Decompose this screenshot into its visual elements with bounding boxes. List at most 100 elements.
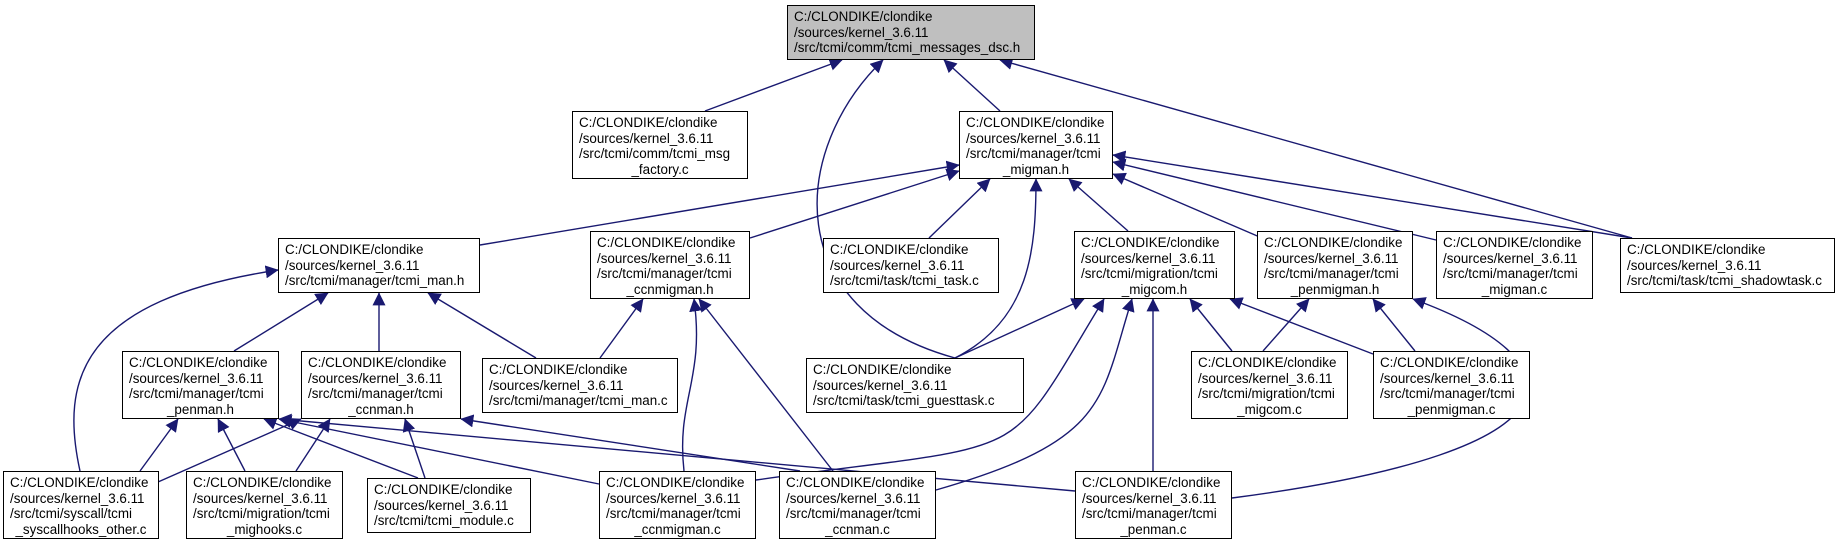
node-label-line: C:/CLONDIKE/clondike: [285, 242, 424, 257]
edge-guesttask-c-to-migman-h: [954, 178, 1043, 359]
node-man-h[interactable]: C:/CLONDIKE/clondike/sources/kernel_3.6.…: [278, 238, 480, 293]
node-label-line: C:/CLONDIKE/clondike: [597, 235, 736, 250]
node-label-line: C:/CLONDIKE/clondike: [1380, 355, 1519, 370]
edge-penmigman-h-to-migman-h: [1112, 172, 1263, 239]
node-label-line: _ccnmigman.c: [634, 521, 721, 537]
node-label-line: /src/tcmi/syscall/tcmi: [10, 506, 132, 521]
edge-man-c-to-man-h: [427, 292, 537, 359]
node-penman-c[interactable]: C:/CLONDIKE/clondike/sources/kernel_3.6.…: [1075, 471, 1232, 539]
node-label-line: /sources/kernel_3.6.11: [830, 257, 965, 273]
node-migcom-c[interactable]: C:/CLONDIKE/clondike/sources/kernel_3.6.…: [1191, 351, 1348, 419]
node-label-line: C:/CLONDIKE/clondike: [1082, 475, 1221, 490]
node-label-line: /sources/kernel_3.6.11: [10, 490, 145, 506]
node-label-line: /src/tcmi/comm/tcmi_messages_dsc.h: [794, 40, 1021, 55]
node-label-line: C:/CLONDIKE/clondike: [579, 115, 718, 130]
edge-ccnmigman-h-to-migman-h: [749, 168, 960, 239]
node-label-line: /src/tcmi/migration/tcmi: [193, 506, 330, 521]
node-migman-h[interactable]: C:/CLONDIKE/clondike/sources/kernel_3.6.…: [959, 111, 1113, 179]
node-label-line: /sources/kernel_3.6.11: [1081, 250, 1216, 266]
node-label-line: C:/CLONDIKE/clondike: [193, 475, 332, 490]
node-label-line: C:/CLONDIKE/clondike: [489, 362, 628, 377]
node-label-line: _penman.h: [166, 401, 234, 417]
edge-shadowtask-c-to-messages-dsc-h: [999, 57, 1633, 239]
node-label-line: /src/tcmi/comm/tcmi_msg: [579, 146, 731, 161]
edge-guesttask-c-to-messages-dsc-h: [816, 59, 956, 359]
node-migcom-h[interactable]: C:/CLONDIKE/clondike/sources/kernel_3.6.…: [1074, 231, 1235, 299]
node-label-line: _ccnman.c: [825, 521, 890, 537]
node-ccnmigman-c[interactable]: C:/CLONDIKE/clondike/sources/kernel_3.6.…: [599, 471, 756, 539]
node-penmigman-h[interactable]: C:/CLONDIKE/clondike/sources/kernel_3.6.…: [1257, 231, 1413, 299]
node-label-line: /src/tcmi/manager/tcmi: [129, 386, 264, 401]
node-label-line: /sources/kernel_3.6.11: [1627, 257, 1762, 273]
node-label-line: /src/tcmi/manager/tcmi: [597, 266, 732, 281]
node-label-line: C:/CLONDIKE/clondike: [1264, 235, 1403, 250]
edge-man-c-to-ccnmigman-h: [599, 298, 644, 359]
node-penman-h[interactable]: C:/CLONDIKE/clondike/sources/kernel_3.6.…: [122, 351, 279, 419]
node-label-line: /src/tcmi/manager/tcmi: [966, 146, 1101, 161]
node-messages-dsc-h[interactable]: C:/CLONDIKE/clondike/sources/kernel_3.6.…: [787, 5, 1035, 60]
node-man-c[interactable]: C:/CLONDIKE/clondike/sources/kernel_3.6.…: [482, 358, 678, 413]
edge-penman-h-to-man-h: [233, 292, 329, 352]
node-label-line: /sources/kernel_3.6.11: [786, 490, 921, 506]
edge-mighooks-c-to-ccnman-h: [295, 418, 331, 472]
edge-module-c-to-ccnman-h: [402, 418, 426, 479]
node-ccnmigman-h[interactable]: C:/CLONDIKE/clondike/sources/kernel_3.6.…: [590, 231, 750, 299]
node-syscallhooks-other-c[interactable]: C:/CLONDIKE/clondike/sources/kernel_3.6.…: [3, 471, 159, 539]
node-label-line: C:/CLONDIKE/clondike: [794, 9, 933, 24]
node-ccnman-h[interactable]: C:/CLONDIKE/clondike/sources/kernel_3.6.…: [301, 351, 461, 419]
node-label-line: _ccnmigman.h: [626, 281, 714, 297]
node-label-line: /src/tcmi/manager/tcmi: [1443, 266, 1578, 281]
node-label-line: C:/CLONDIKE/clondike: [1627, 242, 1766, 257]
node-label-line: /src/tcmi/manager/tcmi_man.c: [489, 393, 668, 408]
node-label-line: /src/tcmi/manager/tcmi: [1380, 386, 1515, 401]
edge-migcom-h-to-migman-h: [1068, 178, 1129, 232]
node-label-line: _migcom.c: [1237, 401, 1302, 417]
node-penmigman-c[interactable]: C:/CLONDIKE/clondike/sources/kernel_3.6.…: [1373, 351, 1530, 419]
node-label-line: /sources/kernel_3.6.11: [597, 250, 732, 266]
node-label-line: /src/tcmi/manager/tcmi: [1082, 506, 1217, 521]
node-label-line: /sources/kernel_3.6.11: [285, 257, 420, 273]
node-label-line: /sources/kernel_3.6.11: [1198, 370, 1333, 386]
edge-migcom-c-to-penmigman-h: [1262, 298, 1310, 352]
node-label-line: /sources/kernel_3.6.11: [966, 130, 1101, 146]
edge-migman-c-to-migman-h: [1112, 158, 1437, 241]
node-msg-factory-c[interactable]: C:/CLONDIKE/clondike/sources/kernel_3.6.…: [572, 111, 748, 179]
node-label-line: C:/CLONDIKE/clondike: [10, 475, 149, 490]
node-label-line: C:/CLONDIKE/clondike: [813, 362, 952, 377]
node-label-line: _penmigman.c: [1407, 401, 1496, 417]
edge-module-c-to-penman-h: [263, 417, 419, 479]
node-label-line: /sources/kernel_3.6.11: [579, 130, 714, 146]
node-label-line: _factory.c: [631, 161, 689, 177]
edges-layer: [73, 57, 1633, 499]
edge-shadowtask-c-to-migman-h: [1112, 150, 1633, 239]
node-label-line: /sources/kernel_3.6.11: [606, 490, 741, 506]
node-label-line: /sources/kernel_3.6.11: [129, 370, 264, 386]
node-label-line: /sources/kernel_3.6.11: [489, 377, 624, 393]
edge-msg-factory-c-to-messages-dsc-h: [704, 58, 843, 112]
node-label-line: /sources/kernel_3.6.11: [1264, 250, 1399, 266]
node-label-line: /src/tcmi/manager/tcmi_man.h: [285, 273, 465, 288]
node-module-c[interactable]: C:/CLONDIKE/clondike/sources/kernel_3.6.…: [367, 478, 531, 533]
node-label-line: _migman.h: [1002, 161, 1070, 177]
edge-ccnman-c-to-ccnmigman-h: [698, 298, 834, 472]
node-label-line: /src/tcmi/manager/tcmi: [786, 506, 921, 521]
node-label-line: C:/CLONDIKE/clondike: [830, 242, 969, 257]
node-label-line: _migman.c: [1481, 281, 1548, 297]
node-label-line: C:/CLONDIKE/clondike: [966, 115, 1105, 130]
node-label-line: C:/CLONDIKE/clondike: [786, 475, 925, 490]
node-label-line: _penman.c: [1120, 521, 1187, 537]
node-task-c[interactable]: C:/CLONDIKE/clondike/sources/kernel_3.6.…: [823, 238, 999, 293]
node-label-line: /src/tcmi/manager/tcmi: [1264, 266, 1399, 281]
edge-ccnman-c-to-migcom-h: [935, 298, 1135, 491]
node-label-line: /src/tcmi/manager/tcmi: [606, 506, 741, 521]
node-label-line: /sources/kernel_3.6.11: [374, 497, 509, 513]
node-label-line: /sources/kernel_3.6.11: [193, 490, 328, 506]
node-migman-c[interactable]: C:/CLONDIKE/clondike/sources/kernel_3.6.…: [1436, 231, 1593, 299]
node-ccnman-c[interactable]: C:/CLONDIKE/clondike/sources/kernel_3.6.…: [779, 471, 936, 539]
edge-penmigman-c-to-penmigman-h: [1372, 298, 1416, 352]
node-shadowtask-c[interactable]: C:/CLONDIKE/clondike/sources/kernel_3.6.…: [1620, 238, 1835, 293]
node-mighooks-c[interactable]: C:/CLONDIKE/clondike/sources/kernel_3.6.…: [186, 471, 343, 539]
edge-man-h-to-migman-h: [479, 160, 960, 246]
node-guesttask-c[interactable]: C:/CLONDIKE/clondike/sources/kernel_3.6.…: [806, 358, 1024, 413]
